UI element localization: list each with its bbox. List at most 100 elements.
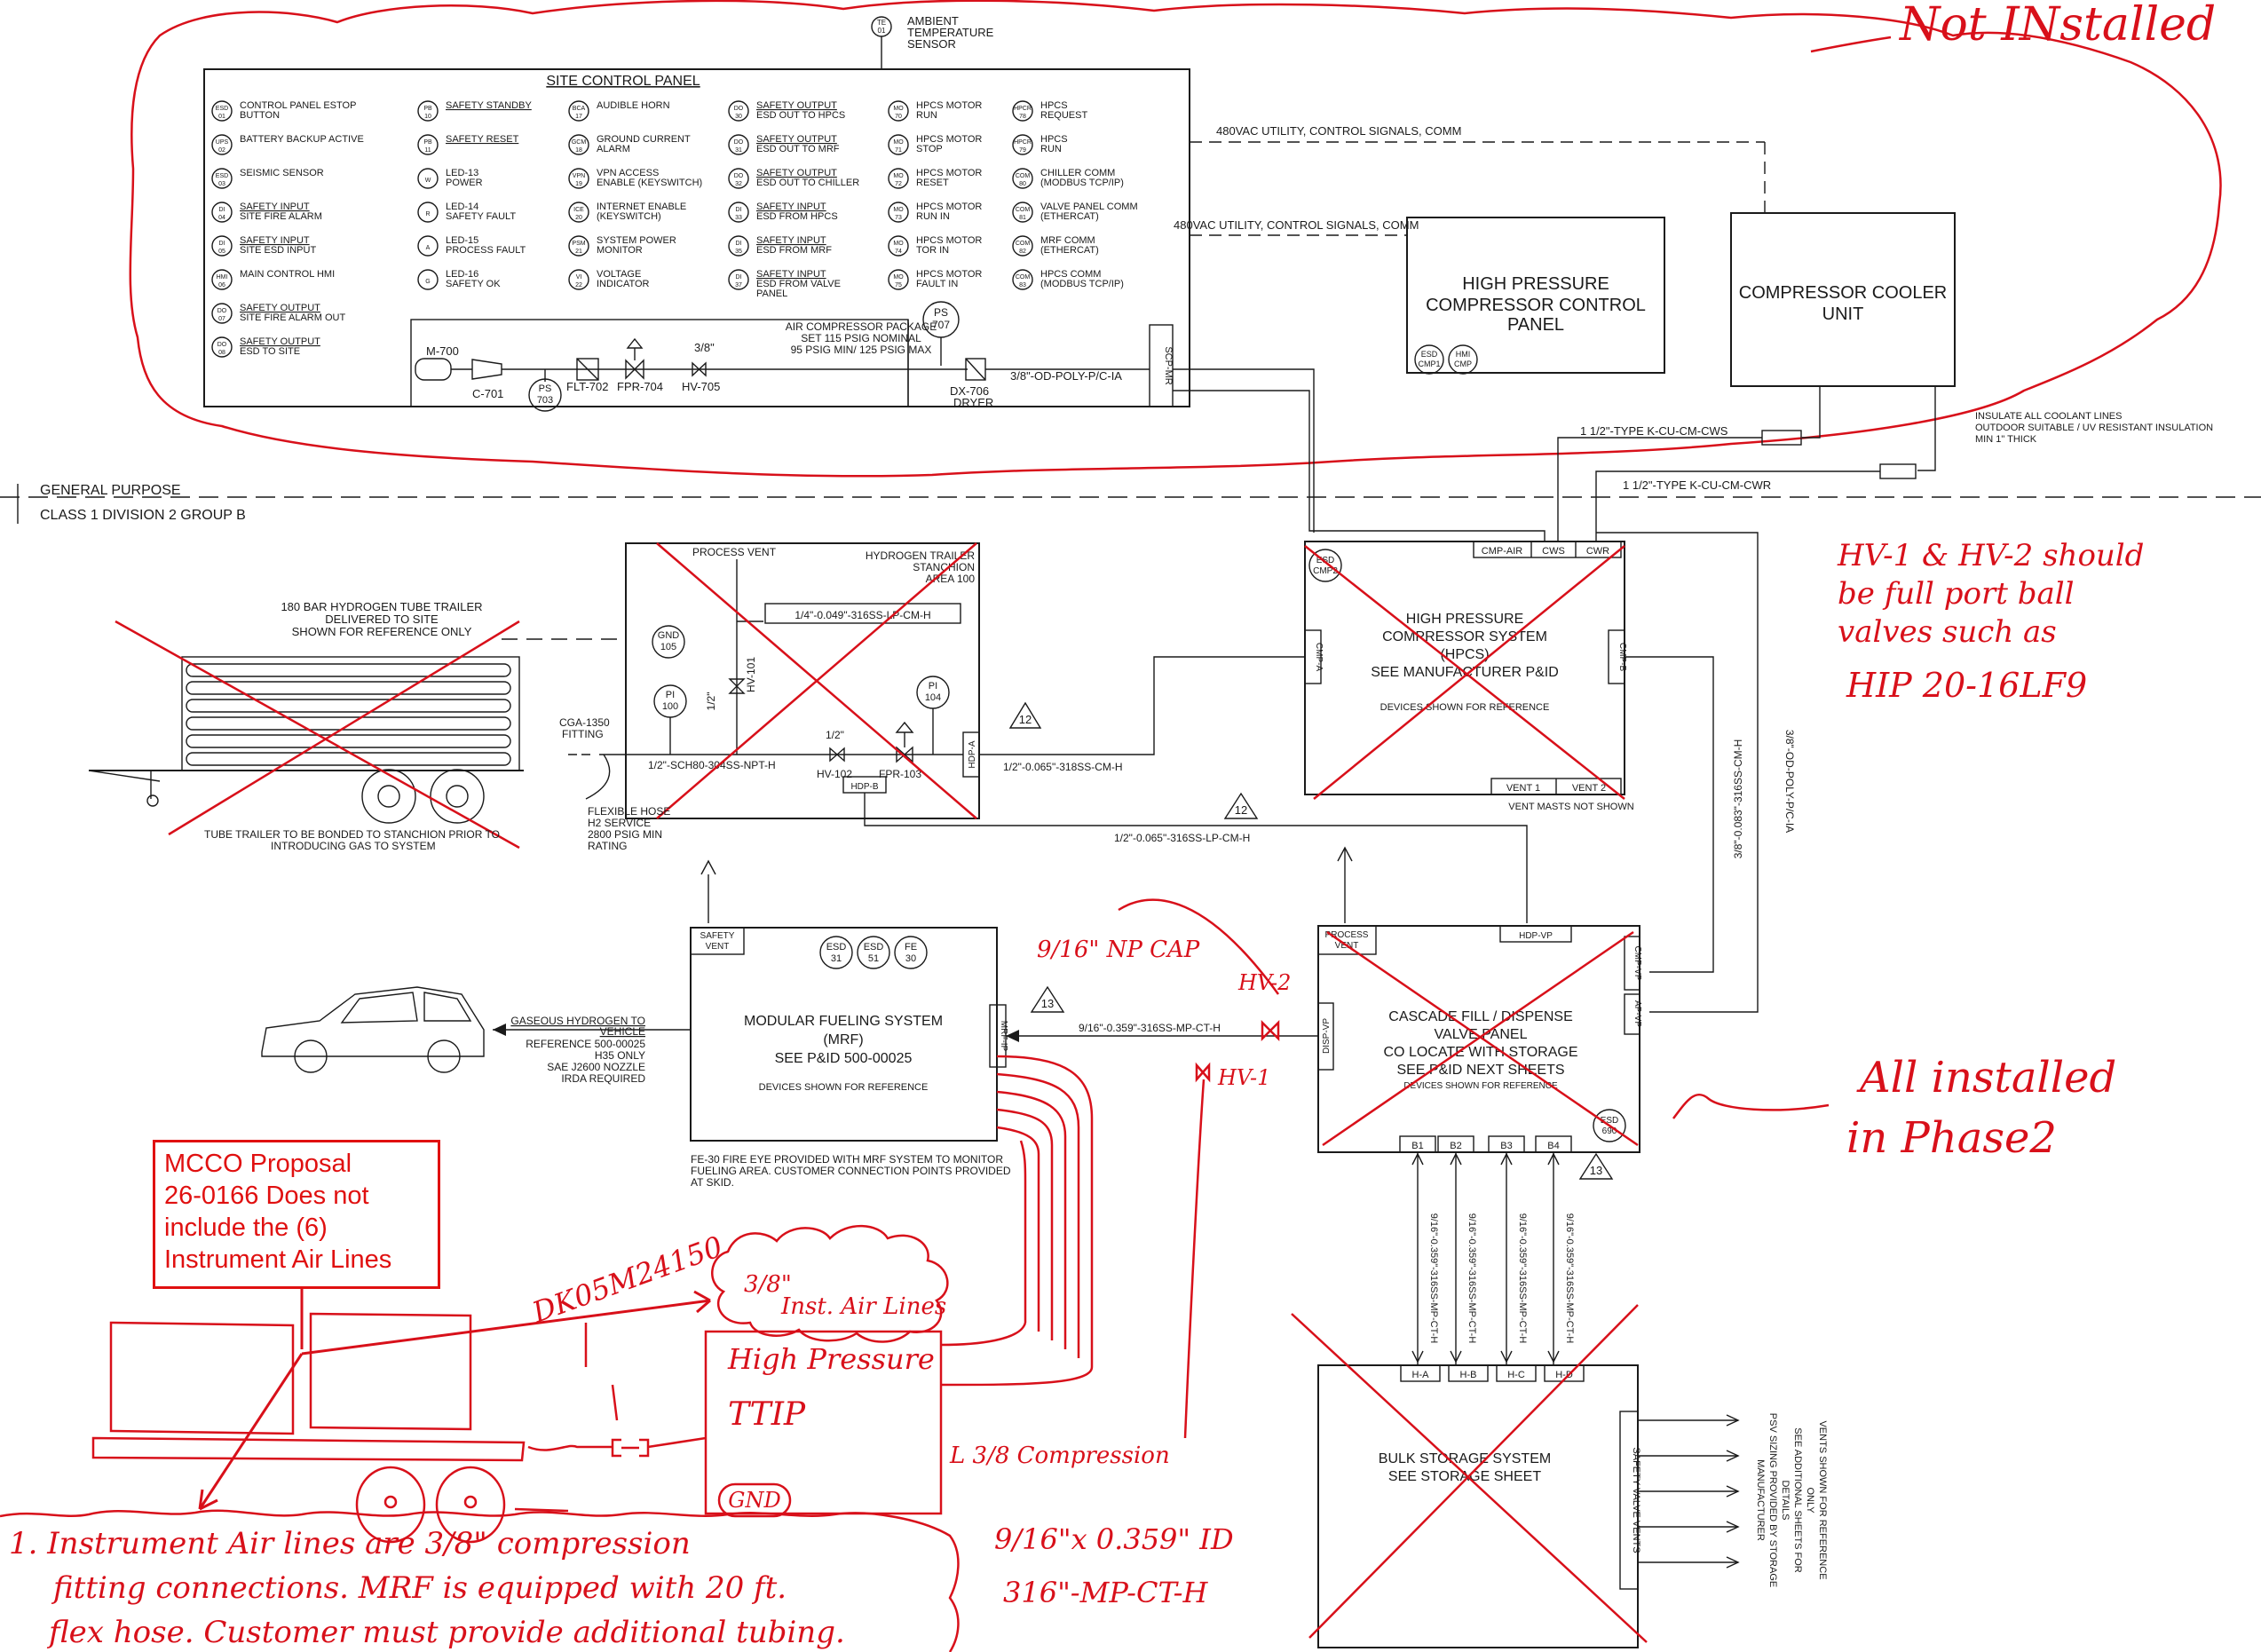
device-tag-icon: [417, 168, 439, 189]
vehicle-note-3: REFERENCE 500-00025: [526, 1038, 645, 1050]
device-tag-type: DI: [736, 207, 742, 213]
device-label: BATTERY BACKUP ACTIVE: [240, 134, 364, 145]
device-tag-type: COM: [1016, 274, 1031, 281]
vert-line-1-label: 3/8"-0.083"-316SS-CM-H: [1732, 739, 1744, 859]
hp-ttip-line-2: TTIP: [728, 1396, 806, 1433]
fe-note-1: FE-30 FIRE EYE PROVIDED WITH MRF SYSTEM …: [691, 1153, 1003, 1166]
mrf-title-2: (MRF): [823, 1032, 863, 1047]
device-label: HPCS MOTOR: [916, 269, 982, 280]
vent1-port: VENT 1: [1506, 783, 1540, 794]
hv-note-line-1: HV-1 & HV-2 should: [1837, 538, 2144, 573]
device-label: MAIN CONTROL HMI: [240, 269, 335, 280]
device-label: GROUND CURRENT: [597, 134, 691, 145]
hv705-label: HV-705: [682, 380, 720, 393]
device-label: RESET: [916, 178, 949, 188]
fe-note-2: FUELING AREA. CUSTOMER CONNECTION POINTS…: [691, 1165, 1011, 1177]
device-label: HPCS COMM: [1040, 269, 1101, 280]
device-label: SAFETY OUTPUT: [756, 134, 837, 145]
hpcs-title-3: (HPCS): [1440, 647, 1489, 662]
hpcp-title-3: PANEL: [1507, 315, 1564, 335]
device-label: LED-16: [446, 269, 478, 280]
valve-hv705: [692, 361, 707, 377]
ccu-title-2: UNIT: [1822, 304, 1864, 324]
device-tag-icon: [417, 269, 439, 290]
hv101-label: HV-101: [745, 657, 757, 692]
device-tag-type: VPN: [573, 173, 585, 179]
flex-hose-4: RATING: [588, 840, 627, 852]
device-label: SAFETY STANDBY: [446, 100, 532, 111]
device-tag-type: HPCR: [1014, 106, 1032, 112]
ambient-label-3: SENSOR: [907, 37, 956, 51]
ps703-num: 703: [537, 395, 553, 406]
device-tag-icon: [888, 168, 909, 189]
tube-trailer-drawing: [88, 656, 524, 824]
bond-note-1: TUBE TRAILER TO BE BONDED TO STANCHION P…: [204, 828, 500, 841]
mrf-tag-num: 30: [905, 953, 916, 964]
vehicle-note-2: VEHICLE: [600, 1025, 645, 1038]
device-tag-type: R: [425, 211, 430, 217]
cmp-b-port: CMP-B: [1617, 643, 1627, 672]
mrf-title-3: SEE P&ID 500-00025: [775, 1051, 913, 1066]
bond-note-2: INTRODUCING GAS TO SYSTEM: [271, 840, 436, 852]
inst-air-size: 3/8": [744, 1271, 792, 1298]
part-number-annotation: DK05M24150: [527, 1229, 727, 1330]
hv1-annotation: HV-1: [1217, 1065, 1270, 1090]
device-tag-icon: [728, 134, 749, 155]
mrf-line-label: 9/16"-0.359"-316SS-MP-CT-H: [1079, 1022, 1221, 1034]
device-tag-num: 70: [895, 114, 902, 120]
device-tag-icon: [888, 269, 909, 290]
device-label: RUN: [916, 110, 937, 121]
device-tag-icon: [1012, 269, 1033, 290]
device-tag-num: 04: [218, 215, 225, 221]
cws-line-label: 1 1/2"-TYPE K-CU-CM-CWS: [1580, 424, 1728, 438]
esd690-type: ESD: [1601, 1116, 1619, 1126]
device-tag-icon: [211, 235, 233, 257]
hp-line-2-label: 1/2"-0.065"-316SS-LP-CM-H: [1114, 832, 1250, 844]
esd-cmp1-type: ESD: [1421, 350, 1438, 359]
bulk-port: [1400, 1364, 1441, 1382]
safety-valve-vents: SAFETY VALVE VENTS: [1631, 1447, 1641, 1553]
device-tag-num: 03: [218, 181, 225, 187]
device-label: HPCS: [1040, 134, 1068, 145]
device-label: ESD FROM HPCS: [756, 211, 838, 222]
bulk-title-2: SEE STORAGE SHEET: [1388, 1469, 1541, 1484]
utility-line-2: 480VAC UTILITY, CONTROL SIGNALS, COMM: [1174, 218, 1419, 232]
device-tag-type: ICE: [573, 207, 584, 213]
device-tag-num: 17: [575, 114, 582, 120]
c701-label: C-701: [472, 387, 503, 400]
device-tag-icon: [1012, 202, 1033, 223]
device-label: HPCS MOTOR: [916, 168, 982, 178]
device-tag-type: PB: [423, 139, 432, 146]
rev-12a-label: 12: [1019, 713, 1032, 726]
gnd-oval: [717, 1482, 792, 1518]
vehicle-note-6: IRDA REQUIRED: [561, 1072, 645, 1085]
hv705-size: 3/8": [694, 341, 715, 354]
esd690-num: 690: [1602, 1126, 1617, 1136]
device-tag-icon: [728, 100, 749, 122]
device-label: AUDIBLE HORN: [597, 100, 670, 111]
air-pkg-setpoint: SET 115 PSIG NOMINAL: [801, 332, 921, 344]
cga-fitting-1: CGA-1350: [559, 716, 610, 729]
mrf-tag-icon: [857, 936, 890, 969]
air-line-label: 3/8"-OD-POLY-P/C-IA: [1010, 369, 1122, 383]
device-label: HPCS MOTOR: [916, 134, 982, 145]
esd-cmp2-icon: [1308, 549, 1342, 582]
device-tag-num: 22: [575, 282, 582, 289]
device-label: MRF COMM: [1040, 235, 1095, 246]
ambient-tag-num: 01: [878, 27, 886, 35]
pi104-num: 104: [925, 692, 941, 703]
device-label: SAFETY FAULT: [446, 211, 516, 222]
device-tag-type: DI: [736, 241, 742, 247]
device-tag-num: 02: [218, 147, 225, 154]
device-label: CONTROL PANEL ESTOP: [240, 100, 356, 111]
dx706-label: DX-706: [950, 384, 989, 398]
device-tag-type: ESD: [216, 106, 228, 112]
ccu-title-1: COMPRESSOR COOLER: [1739, 283, 1947, 303]
device-tag-num: 79: [1019, 147, 1026, 154]
